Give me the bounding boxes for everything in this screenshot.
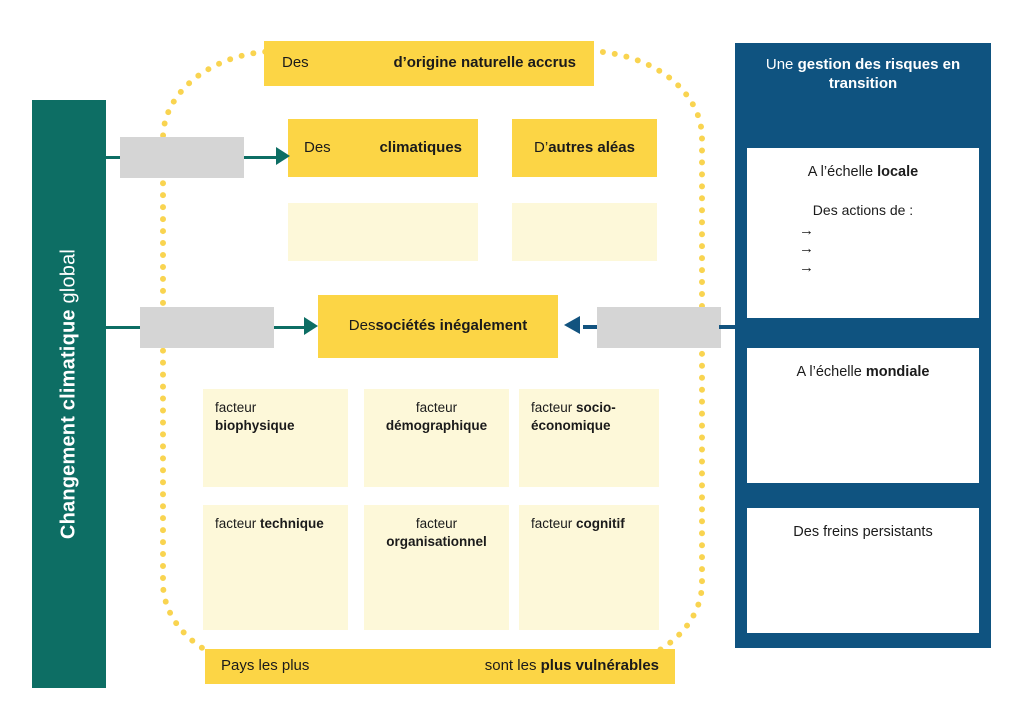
card-persistent-brakes: Des freins persistants (747, 508, 979, 633)
countries-right-text: sont les plus vulnérables (485, 657, 659, 676)
hazard-climatic-notes-area (288, 203, 478, 261)
factor-box-biophysique: facteur biophysique (203, 389, 348, 487)
arrow-right-bullet-icon: → (799, 240, 814, 258)
factor-prefix: facteur (215, 400, 257, 415)
actions-label: Des actions de : (812, 202, 914, 218)
countries-right-bold: plus vulnérables (540, 657, 659, 675)
climate-change-label-bold: Changement climatique (57, 309, 80, 540)
climate-change-bar: Changement climatique global (32, 100, 106, 688)
hazard-climatic-prefix: Des (304, 138, 331, 156)
factor-box-socio-economique: facteur socio-économique (519, 389, 659, 487)
risk-title-regular: Une (765, 55, 798, 73)
link-box-societies (140, 307, 274, 348)
card-global-scale: A l’échelle mondiale (747, 348, 979, 483)
card-global-heading: A l’échelle mondiale (747, 348, 979, 380)
societies-bold: sociétés inégalement (375, 317, 528, 335)
climate-change-label: Changement climatique global (58, 249, 81, 539)
connector-line-blue-1 (583, 325, 599, 329)
factor-prefix: facteur (215, 516, 261, 531)
hazard-climatic-bold: climatiques (379, 138, 462, 156)
societies-prefix: Des (348, 317, 376, 335)
card-local-heading-regular: A l’échelle (807, 164, 878, 180)
risk-management-panel: Une gestion des risques en transition A … (735, 43, 991, 648)
arrow-right-bullet-icon: → (799, 258, 814, 276)
climate-change-label-regular: global (57, 248, 80, 310)
connector-line-teal-2 (244, 156, 278, 159)
factor-prefix: facteur (531, 400, 577, 415)
hazard-natural-bold: d’origine naturelle accrus (393, 54, 576, 72)
link-box-hazards (120, 137, 244, 178)
arrow-left-blue-icon (564, 316, 580, 334)
countries-left-text: Pays les plus (221, 657, 310, 675)
factor-prefix: facteur (415, 516, 458, 531)
connector-line-teal-4 (274, 326, 306, 329)
risk-panel-title: Une gestion des risques en transition (735, 43, 991, 105)
factor-bold: démographique (385, 418, 488, 434)
hazard-natural-box: Des d’origine naturelle accrus (264, 41, 594, 86)
factor-prefix: facteur (531, 516, 577, 531)
hazard-other-notes-area (512, 203, 657, 261)
hazard-climatic-box: Des climatiques (288, 119, 478, 177)
card-local-heading: A l’échelle locale (747, 148, 979, 180)
card-global-heading-regular: A l’échelle (796, 364, 866, 380)
countries-right-regular: sont les (484, 657, 541, 675)
factor-box-organisationnel: facteur organisationnel (364, 505, 509, 630)
connector-line-teal-1 (106, 156, 124, 159)
arrow-right-teal-icon-2 (304, 317, 318, 335)
hazard-natural-prefix: Des (282, 54, 309, 72)
hazard-other-box: D’autres aléas (512, 119, 657, 177)
factor-box-technique: facteur technique (203, 505, 348, 630)
factor-box-cognitif: facteur cognitif (519, 505, 659, 630)
card-global-heading-bold: mondiale (865, 364, 930, 380)
factor-bold: organisationnel (386, 534, 487, 550)
card-brakes-heading: Des freins persistants (793, 524, 933, 540)
factor-bold: biophysique (215, 418, 295, 434)
factor-bold: cognitif (576, 516, 625, 531)
factor-bold: socio-économique (531, 400, 616, 434)
risk-title-bold: gestion des risques en transition (797, 55, 961, 93)
arrow-right-teal-icon-1 (276, 147, 290, 165)
hazard-other-prefix: D’ (534, 138, 549, 156)
arrow-right-bullet-icon: → (799, 222, 814, 239)
link-box-risk-management (597, 307, 721, 348)
factor-box-demographique: facteur démographique (364, 389, 509, 487)
factor-prefix: facteur (415, 400, 458, 415)
card-local-heading-bold: locale (877, 164, 919, 180)
countries-vulnerable-bar: Pays les plus sont les plus vulnérables (205, 649, 675, 684)
societies-box: Des sociétés inégalement (318, 295, 558, 358)
factor-bold: technique (260, 516, 324, 531)
card-local-scale: A l’échelle locale Des actions de : → → … (747, 148, 979, 318)
hazard-other-bold: autres aléas (548, 138, 635, 156)
actions-bullet-list: → → → (747, 222, 979, 276)
connector-line-teal-3 (106, 326, 142, 329)
